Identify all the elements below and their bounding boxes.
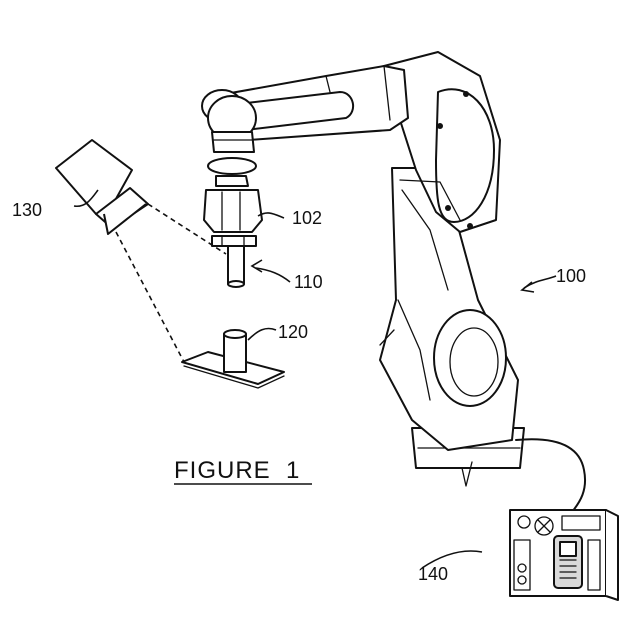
- label-110: 110: [294, 272, 323, 292]
- label-140: 140: [418, 564, 448, 584]
- label-102: 102: [292, 208, 322, 228]
- camera: [56, 140, 148, 234]
- controller: [510, 439, 618, 600]
- label-120: 120: [278, 322, 308, 342]
- end-effector: [204, 158, 262, 246]
- label-130: 130: [12, 200, 42, 220]
- robot-arm: [202, 52, 524, 486]
- figure-title: FIGURE 1: [174, 457, 300, 484]
- label-100: 100: [556, 266, 586, 286]
- target-part: [182, 330, 284, 388]
- tool-pin: [228, 246, 244, 287]
